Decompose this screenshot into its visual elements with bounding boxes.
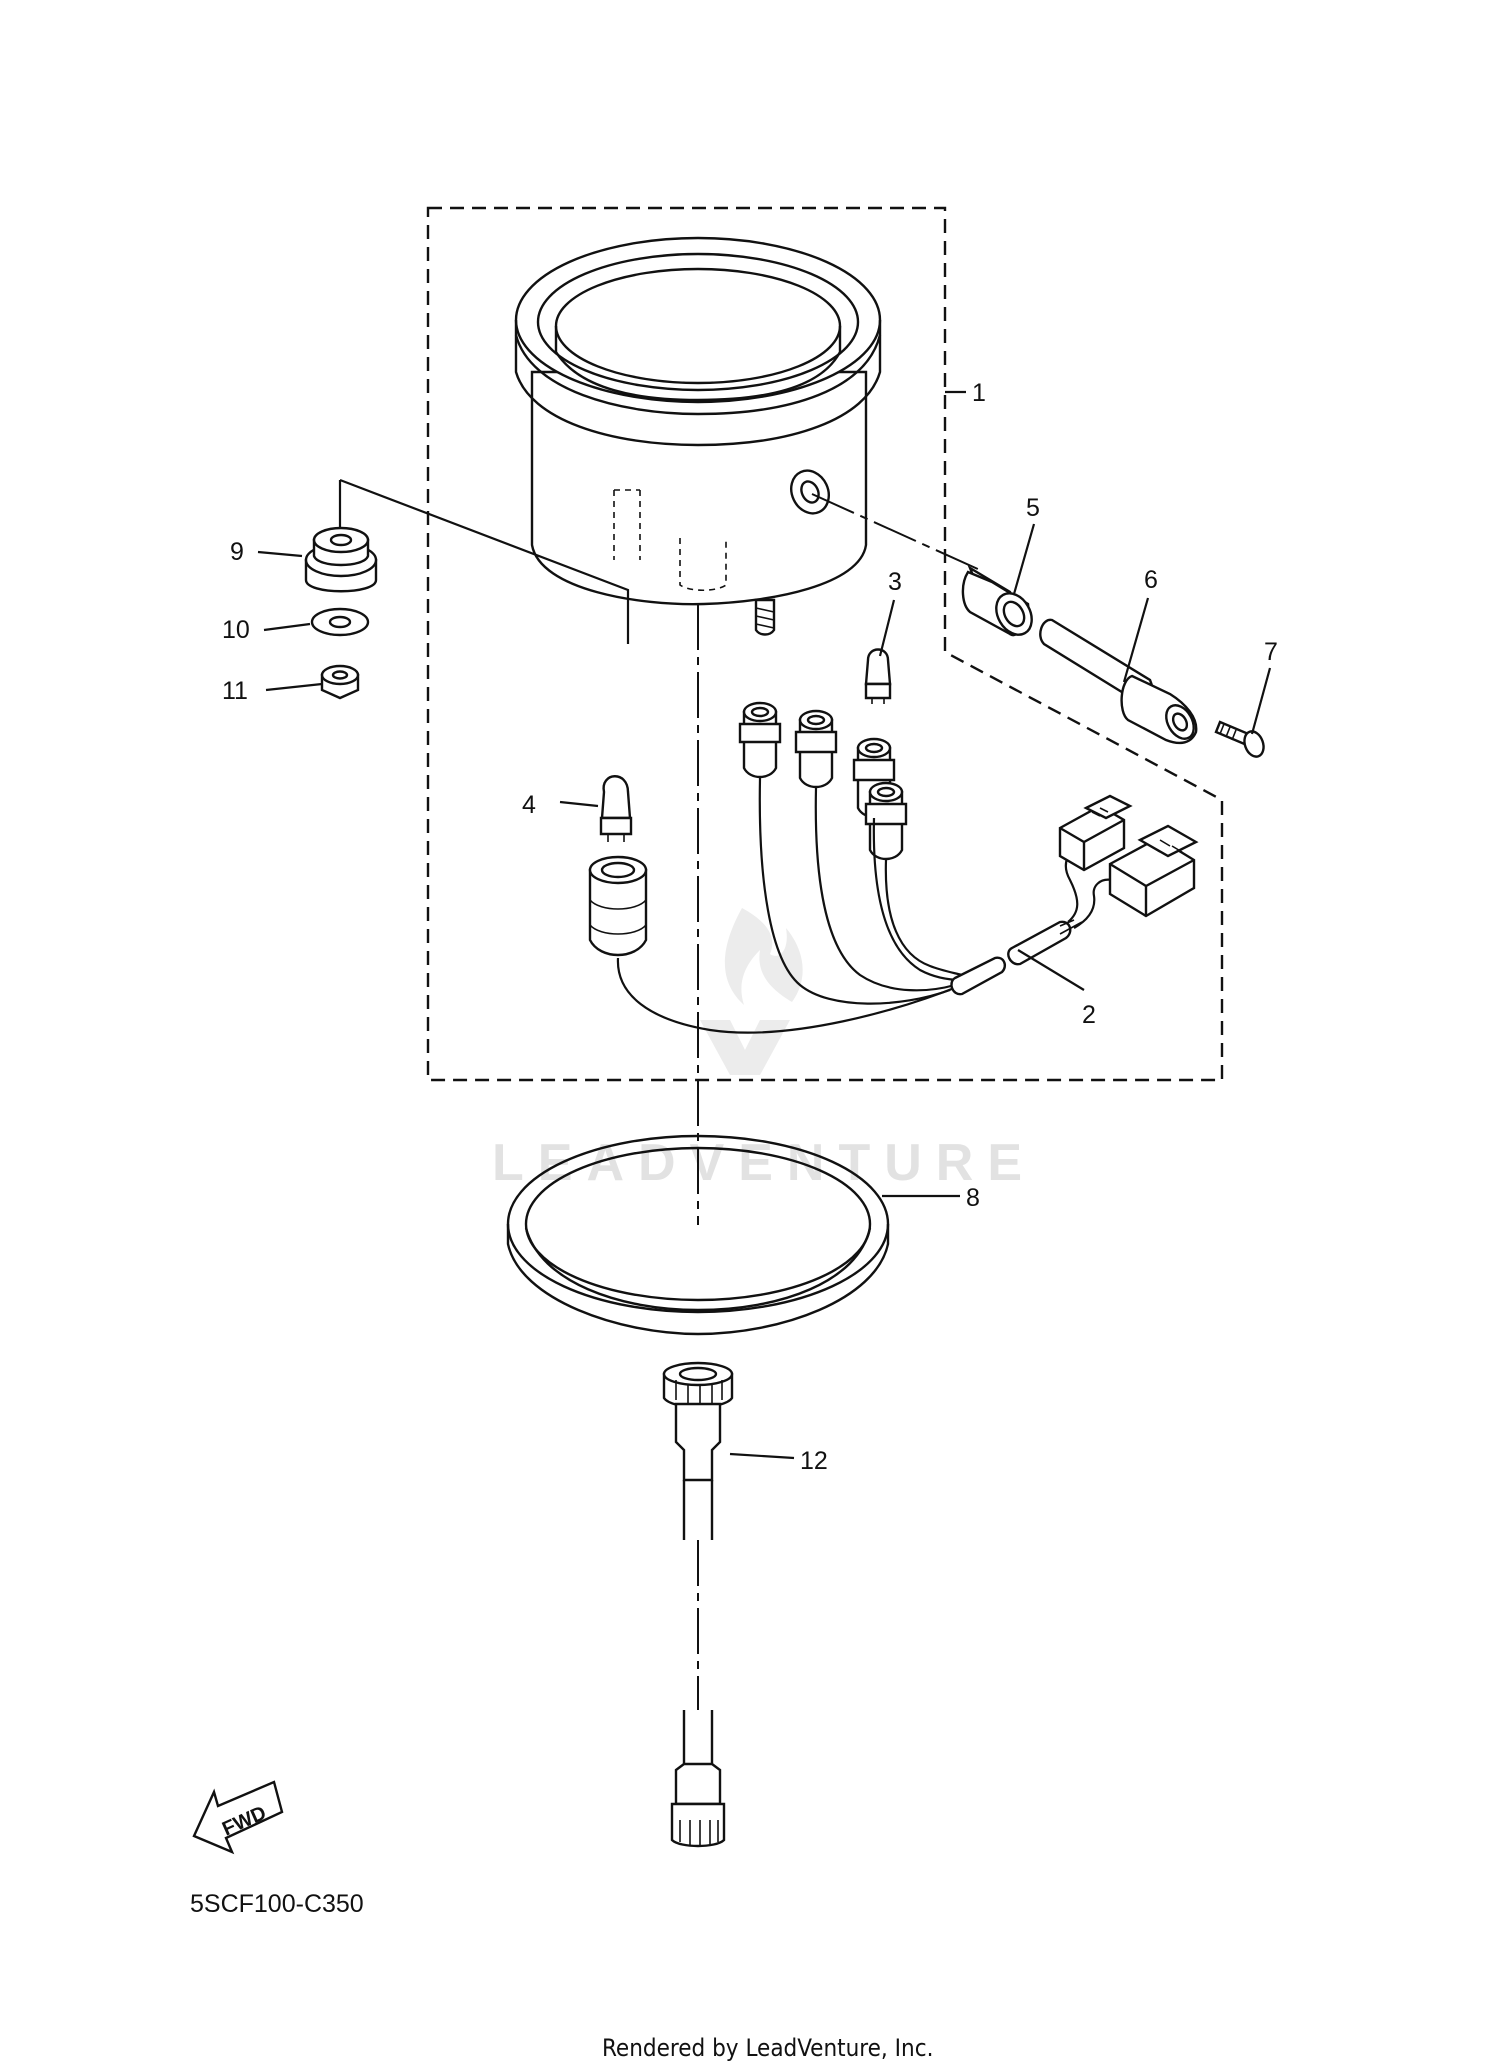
callout-2: 2 [1082,1001,1096,1029]
part-5-sleeve [961,565,1033,637]
callout-9: 9 [230,538,244,566]
part-6-tube [1039,618,1198,745]
assembly-boundary [426,206,1224,1082]
callout-3: 3 [888,568,902,596]
callout-11: 11 [222,677,248,705]
watermark-text: LEADVENTURE [492,1134,1036,1192]
diagram-code: 5SCF100-C350 [190,1890,364,1918]
centerline-5-7 [811,493,981,571]
part-7-screw [1214,720,1265,758]
leader-line-9-11 [339,478,630,644]
harness-socket-a [738,701,782,779]
harness-connector-a [1058,794,1133,872]
watermark-logo-icon [700,908,803,1075]
footer-credit: Rendered by LeadVenture, Inc. [602,2034,933,2062]
part-11-nut [320,664,360,700]
callout-12: 12 [800,1447,828,1475]
part-9-grommet [304,526,378,593]
callout-4: 4 [522,791,536,819]
harness-socket-b [794,709,838,789]
part-3-bulb [864,648,892,704]
callout-1: 1 [972,379,986,407]
part-12-cable [662,1361,734,1848]
callout-10: 10 [222,616,250,644]
callout-8: 8 [966,1184,980,1212]
part-10-washer [310,607,370,637]
callout-5: 5 [1026,494,1040,522]
part-2-wire-harness [588,701,1199,1034]
leader-lines [257,390,1272,1460]
speedometer-assembly [514,236,882,636]
callout-6: 6 [1144,566,1158,594]
harness-connector-b [1108,824,1199,918]
fwd-arrow-icon: FWD [192,1780,284,1855]
harness-socket-large [588,855,648,957]
part-4-bulb [599,775,633,842]
callout-labels: 1 2 3 4 5 6 7 8 9 10 11 12 [222,379,1278,1475]
callout-7: 7 [1264,638,1278,666]
harness-socket-d [864,781,908,861]
watermark: LEADVENTURE [492,908,1036,1192]
